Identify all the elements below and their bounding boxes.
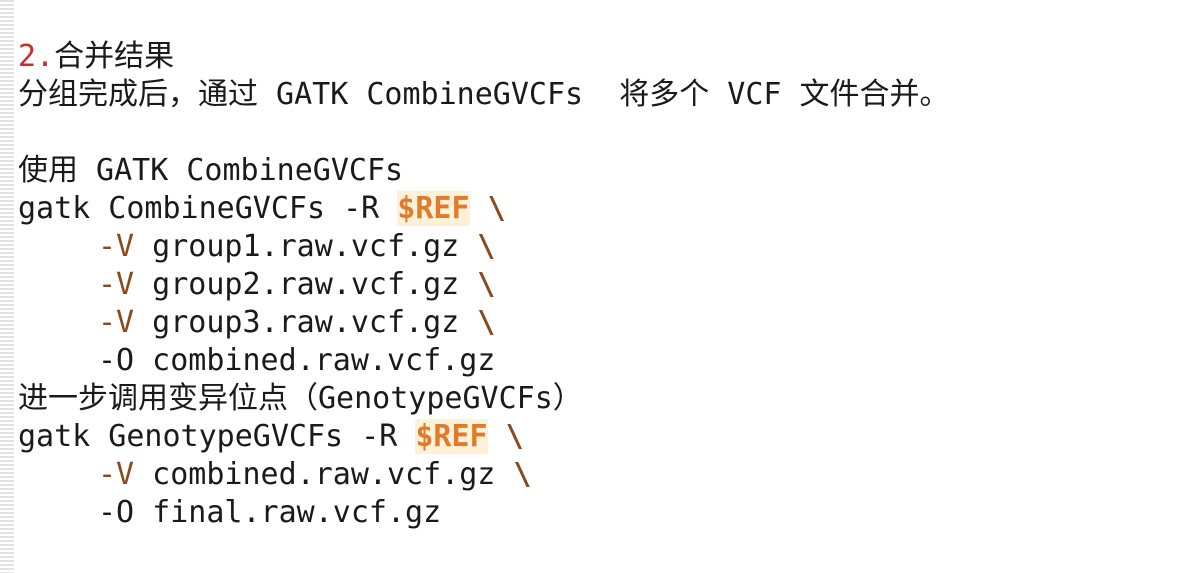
combine-command-line: gatk CombineGVCFs -R $REF \ [18, 190, 1187, 228]
line-continuation: \ [513, 457, 532, 492]
command-arg-line: -O combined.raw.vcf.gz [18, 342, 1187, 380]
arg-value: group1.raw.vcf.gz [134, 229, 478, 264]
line-continuation: \ [505, 419, 524, 454]
genotype-command-line: gatk GenotypeGVCFs -R $REF \ [18, 418, 1187, 456]
arg-value: group2.raw.vcf.gz [134, 267, 478, 302]
ref-variable: $REF [397, 191, 470, 226]
line-continuation: \ [477, 305, 496, 340]
ref-variable: $REF [415, 419, 488, 454]
combine-command: gatk CombineGVCFs -R [18, 191, 398, 226]
command-arg-line: -O final.raw.vcf.gz [18, 494, 1187, 532]
line-continuation: \ [487, 191, 506, 226]
intro-text: 分组完成后，通过 GATK CombineGVCFs 将多个 VCF 文件合并。 [18, 77, 950, 112]
arg-value: combined.raw.vcf.gz [134, 343, 496, 378]
section2-title: 进一步调用变异位点（GenotypeGVCFs） [18, 381, 583, 416]
document-content: 2.合并结果 分组完成后，通过 GATK CombineGVCFs 将多个 VC… [18, 38, 1187, 532]
arg-value: final.raw.vcf.gz [134, 495, 442, 530]
command-arg-line: -V group1.raw.vcf.gz \ [18, 228, 1187, 266]
arg-flag: -O [98, 343, 135, 378]
line-continuation: \ [477, 229, 496, 264]
arg-flag: -V [98, 267, 135, 302]
left-gutter [0, 0, 14, 573]
arg-value: group3.raw.vcf.gz [134, 305, 478, 340]
arg-flag: -O [98, 495, 135, 530]
section-heading: 2.合并结果 [18, 38, 1187, 76]
arg-flag: -V [98, 229, 135, 264]
arg-value: combined.raw.vcf.gz [134, 457, 514, 492]
command-arg-line: -V group2.raw.vcf.gz \ [18, 266, 1187, 304]
arg-flag: -V [98, 305, 135, 340]
heading-title: 合并结果 [54, 39, 175, 74]
blank-line [18, 114, 1187, 152]
genotype-command: gatk GenotypeGVCFs -R [18, 419, 416, 454]
command-arg-line: -V combined.raw.vcf.gz \ [18, 456, 1187, 494]
command-arg-line: -V group3.raw.vcf.gz \ [18, 304, 1187, 342]
line-continuation: \ [477, 267, 496, 302]
heading-number: 2. [18, 39, 55, 74]
arg-flag: -V [98, 457, 135, 492]
section1-title: 使用 GATK CombineGVCFs [18, 153, 404, 188]
